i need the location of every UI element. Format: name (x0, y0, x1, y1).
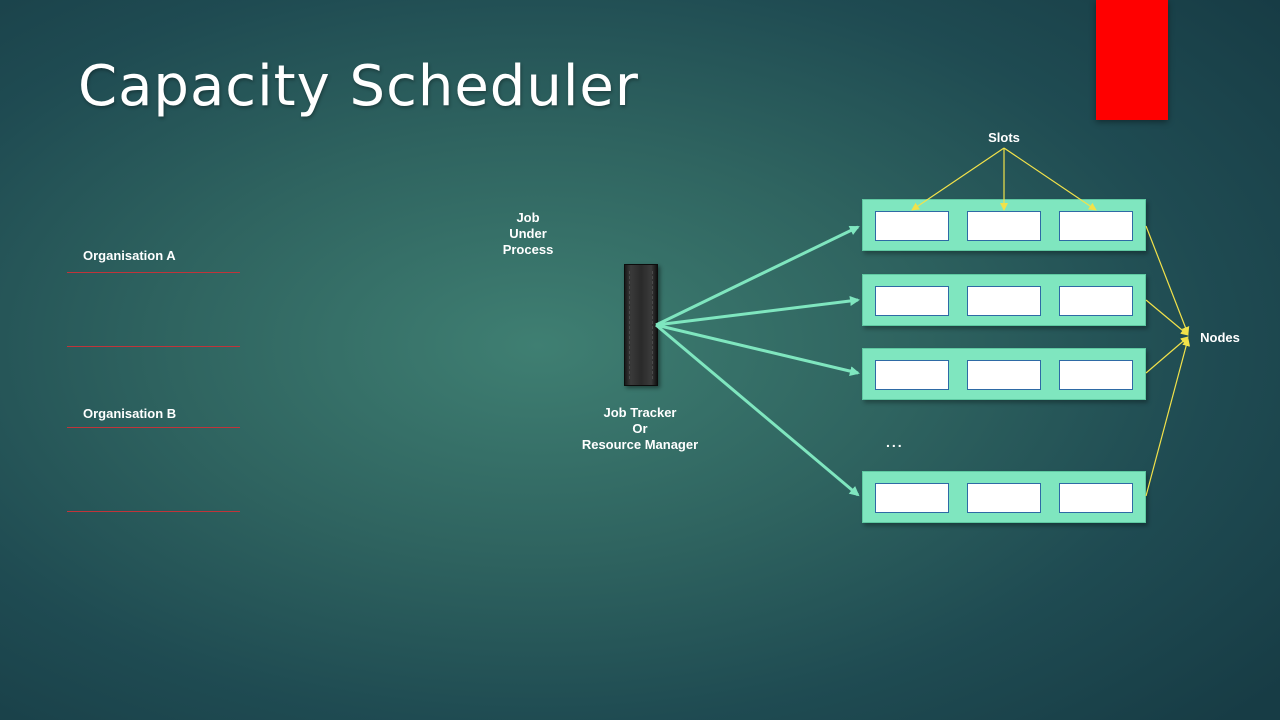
slot (875, 360, 949, 390)
slot (967, 360, 1041, 390)
nodes-label: Nodes (1200, 330, 1240, 345)
more-nodes-ellipsis: ... (886, 434, 904, 450)
arrow-to-node-3 (655, 323, 860, 377)
organisation-a-top-line (67, 272, 240, 273)
nodes-arrow (1145, 225, 1190, 335)
organisation-b-bottom-line (67, 511, 240, 512)
job-under-process-label: Job Under Process (498, 210, 558, 258)
node-1 (862, 199, 1146, 251)
slot (967, 211, 1041, 241)
nodes-pointer-arrows (1145, 225, 1191, 497)
job-tracker-server-icon (624, 264, 658, 386)
arrow-to-node-1 (655, 225, 860, 327)
organisation-b-label: Organisation B (83, 406, 177, 421)
slot (1059, 211, 1133, 241)
job-tracker-label: Job Tracker Or Resource Manager (570, 405, 710, 453)
nodes-arrow (1145, 338, 1191, 497)
node-2 (862, 274, 1146, 326)
job-under-process-line: Under (509, 226, 547, 241)
job-tracker-line: Or (632, 421, 648, 436)
nodes-arrow (1145, 299, 1189, 336)
slot (1059, 286, 1133, 316)
job-under-process-line: Job (516, 210, 540, 225)
slot (875, 483, 949, 513)
job-tracker-to-node-arrows (655, 225, 860, 497)
red-accent-tab (1096, 0, 1168, 120)
arrow-to-node-2 (655, 296, 860, 327)
node-4 (862, 471, 1146, 523)
slots-label: Slots (988, 130, 1020, 145)
slot (1059, 483, 1133, 513)
nodes-arrow (1145, 336, 1189, 374)
slot (967, 286, 1041, 316)
organisation-a-bottom-line (67, 346, 240, 347)
job-tracker-line: Resource Manager (581, 437, 699, 452)
job-tracker-line: Job Tracker (603, 405, 677, 420)
slot (875, 286, 949, 316)
organisation-a-label: Organisation A (83, 248, 176, 263)
node-3 (862, 348, 1146, 400)
slot (875, 211, 949, 241)
job-under-process-line: Process (502, 242, 554, 257)
organisation-b-top-line (67, 427, 240, 428)
slot (967, 483, 1041, 513)
slot (1059, 360, 1133, 390)
slide-title: Capacity Scheduler (78, 54, 639, 119)
